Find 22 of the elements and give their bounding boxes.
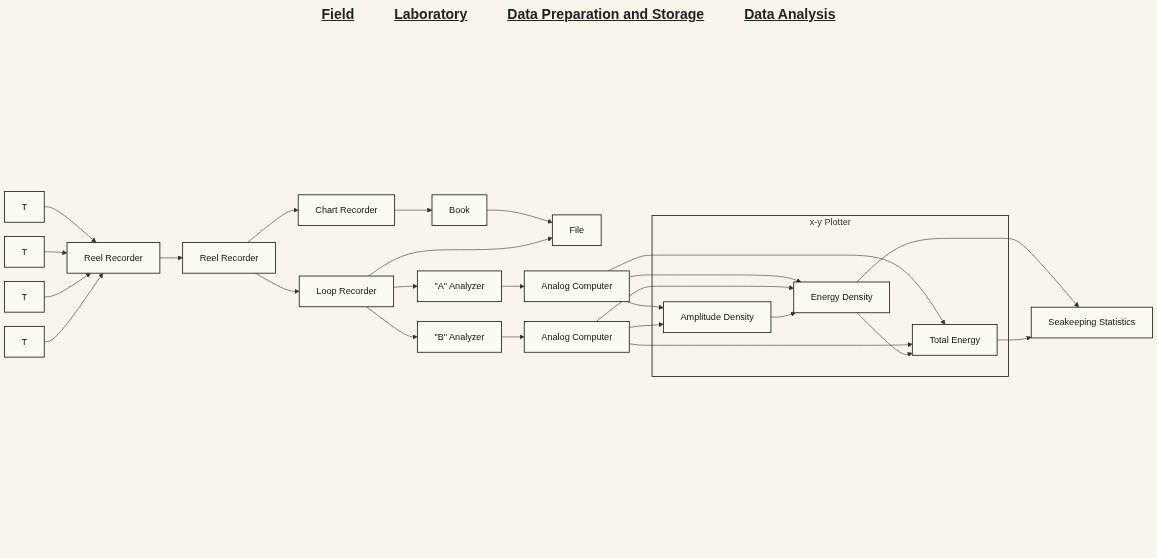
section-heading: Data Analysis [744, 6, 836, 22]
node-box: Total Energy [911, 324, 998, 356]
node-box: File [551, 214, 602, 246]
node-box: T [4, 236, 45, 268]
node-box: Energy Density [793, 281, 890, 314]
node-box: T [4, 281, 45, 313]
node-box: Seakeeping Statistics [1030, 306, 1153, 339]
node-box: Analog Computer [523, 270, 630, 303]
node-box: T [4, 325, 45, 358]
node-box: "A" Analyzer [416, 270, 502, 303]
node-box: Analog Computer [523, 321, 630, 353]
section-heading: Data Preparation and Storage [507, 6, 705, 22]
section-heading: Laboratory [394, 6, 468, 22]
node-box: Reel Recorder [66, 242, 161, 274]
node-box: Loop Recorder [298, 275, 395, 308]
node-box: Reel Recorder [182, 242, 276, 274]
node-box: T [4, 191, 45, 223]
node-box: Book [431, 194, 488, 226]
node-box: Chart Recorder [297, 194, 396, 226]
node-box: "B" Analyzer [416, 321, 502, 353]
section-heading: Field [321, 6, 355, 22]
node-box: Amplitude Density [663, 301, 772, 333]
